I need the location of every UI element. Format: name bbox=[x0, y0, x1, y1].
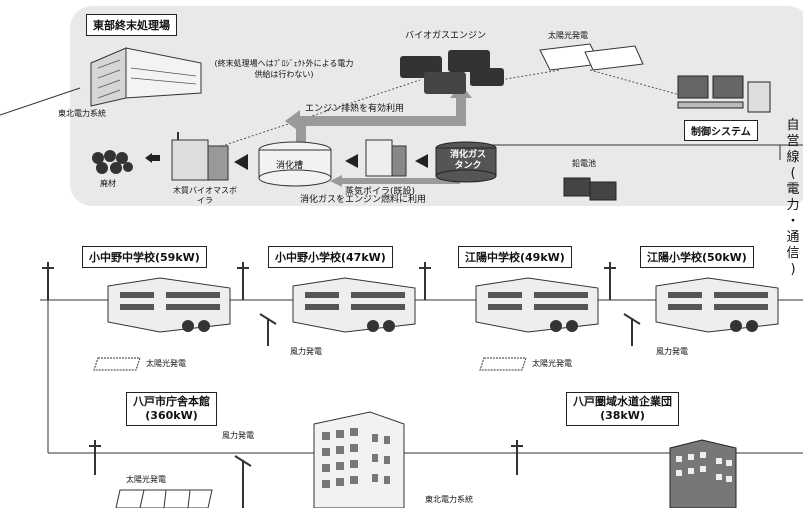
gas-tank-label: 消化ガスタンク bbox=[449, 150, 486, 171]
site-3-label: 江陽小学校(50kW) bbox=[640, 246, 754, 268]
site-1-name: 小中野小学校 bbox=[275, 251, 341, 264]
site-2-capacity: (49kW) bbox=[520, 251, 565, 264]
solar-panel-icon bbox=[539, 43, 644, 71]
bottom-grid-label: 東北電力系統 bbox=[425, 495, 473, 504]
solar-panel-icon bbox=[479, 357, 527, 371]
solar-panel-icon bbox=[115, 489, 213, 508]
biomass-boiler-icon bbox=[171, 132, 229, 181]
site-3-sub: 風力発電 bbox=[656, 347, 688, 356]
site-1-label: 小中野小学校(47kW) bbox=[268, 246, 393, 268]
plant-title: 東部終末処理場 bbox=[86, 14, 177, 36]
battery-icon bbox=[563, 177, 617, 201]
biomass-boiler-label: 木質バイオマスボイラ bbox=[173, 186, 237, 205]
solar-panel-icon bbox=[93, 357, 141, 371]
plant-solar-label: 太陽光発電 bbox=[548, 31, 588, 40]
treatment-plant-building bbox=[90, 47, 202, 107]
site-0-label: 小中野中学校(59kW) bbox=[82, 246, 207, 268]
city-hall-building-icon bbox=[313, 411, 405, 508]
steam-boiler-icon bbox=[365, 139, 407, 177]
timber-label: 廃材 bbox=[100, 179, 116, 188]
private-line-label: 自営線(電力・通信) bbox=[786, 118, 800, 277]
flow-arrows bbox=[145, 153, 428, 170]
site-2-sub: 太陽光発電 bbox=[532, 359, 572, 368]
computer-icon bbox=[677, 75, 771, 113]
control-system-label: 制御システム bbox=[684, 120, 758, 141]
city-hall-wind: 風力発電 bbox=[222, 431, 254, 440]
water-authority-capacity: (38kW) bbox=[600, 409, 645, 422]
school-building-icon bbox=[475, 277, 599, 333]
city-hall-name: 八戸市庁舎本館 bbox=[133, 395, 210, 408]
dotted-line-1 bbox=[209, 79, 421, 151]
water-authority-label: 八戸圏域水道企業団 (38kW) bbox=[566, 392, 679, 426]
digester-icon bbox=[258, 141, 332, 187]
battery-label: 鉛電池 bbox=[572, 159, 596, 168]
site-2-label: 江陽中学校(49kW) bbox=[458, 246, 572, 268]
wind-turbine-icon bbox=[234, 455, 252, 508]
school-building-icon bbox=[655, 277, 779, 333]
gas-tank-icon bbox=[435, 141, 497, 183]
water-authority-building-icon bbox=[669, 439, 737, 508]
site-2-name: 江陽中学校 bbox=[465, 251, 520, 264]
school-building-icon bbox=[292, 277, 416, 333]
digester-label: 消化槽 bbox=[276, 161, 304, 171]
city-hall-label: 八戸市庁舎本館 (360kW) bbox=[126, 392, 217, 426]
site-1-sub: 風力発電 bbox=[290, 347, 322, 356]
site-3-capacity: (50kW) bbox=[702, 251, 747, 264]
grid-line bbox=[0, 87, 81, 116]
grid-label: 東北電力系統 bbox=[58, 109, 106, 118]
site-0-sub: 太陽光発電 bbox=[146, 359, 186, 368]
wind-turbine-icon bbox=[259, 313, 277, 346]
biogas-engine-label: バイオガスエンジン bbox=[405, 31, 487, 41]
plant-note: (終末処理場へはﾌﾟﾛｼﾞｪｸﾄ外による電力供給は行わない) bbox=[214, 59, 354, 79]
site-0-name: 小中野中学校 bbox=[89, 251, 155, 264]
steam-boiler-label: 蒸気ボイラ(既設) bbox=[345, 187, 416, 197]
timber-icon bbox=[92, 150, 133, 174]
water-authority-name: 八戸圏域水道企業団 bbox=[573, 395, 672, 408]
site-3-name: 江陽小学校 bbox=[647, 251, 702, 264]
site-0-capacity: (59kW) bbox=[155, 251, 200, 264]
engine-heat-label: エンジン排熱を有効利用 bbox=[305, 104, 405, 114]
city-hall-capacity: (360kW) bbox=[145, 409, 198, 422]
biogas-engine-icon bbox=[400, 50, 504, 94]
gas-fuel-label: 消化ガスをエンジン燃料に利用 bbox=[300, 195, 427, 205]
city-hall-solar: 太陽光発電 bbox=[126, 475, 166, 484]
utility-poles bbox=[42, 262, 616, 475]
site-1-capacity: (47kW) bbox=[341, 251, 386, 264]
wind-turbine-icon bbox=[623, 313, 641, 346]
school-building-icon bbox=[107, 277, 231, 333]
